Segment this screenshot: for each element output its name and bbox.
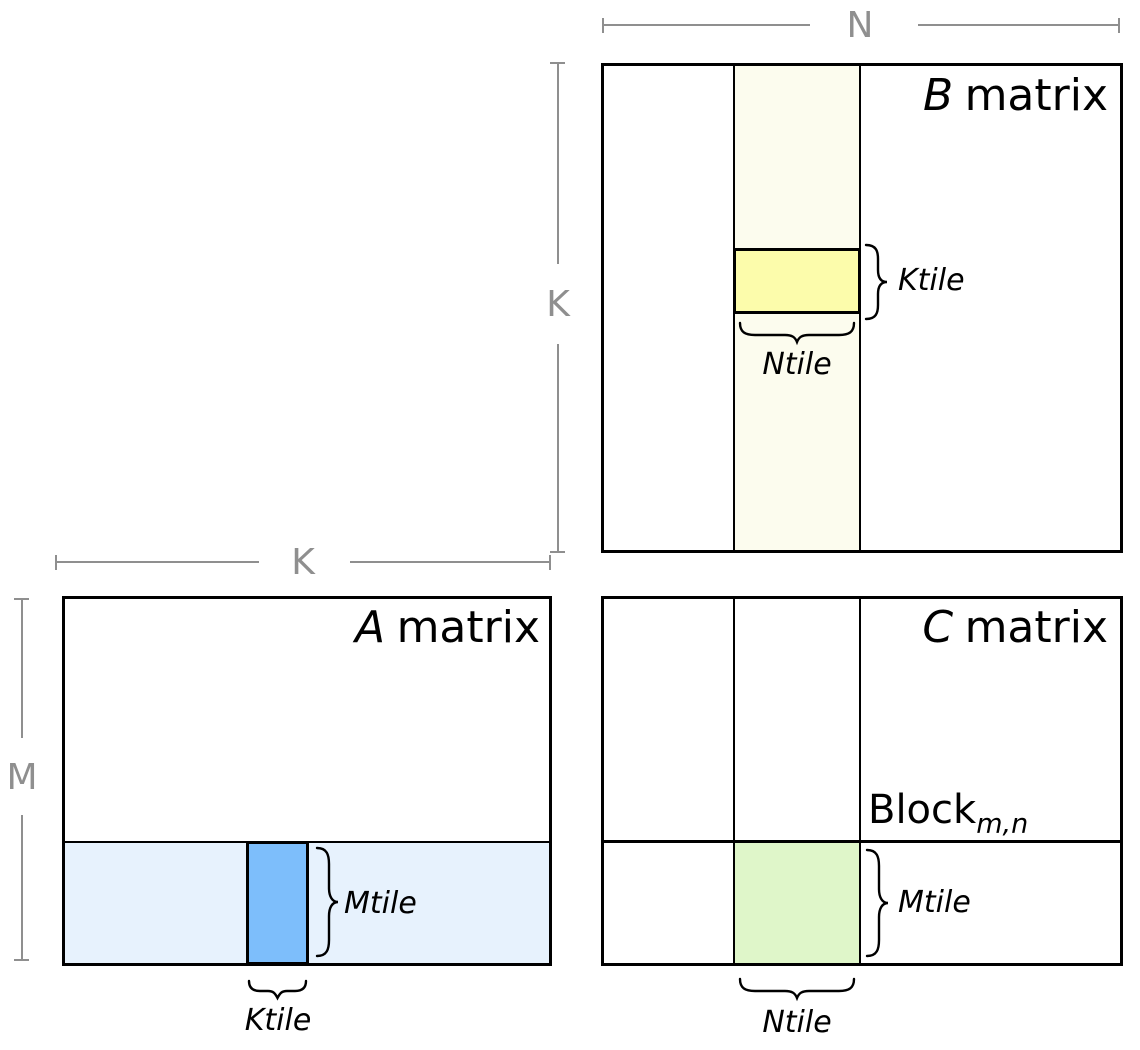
c-mtile-label: Mtile [898, 885, 971, 920]
b-matrix-word: matrix [964, 70, 1108, 121]
c-matrix-column-line-right [859, 599, 861, 963]
k-arrow-b-top-segment [557, 62, 559, 264]
m-arrow-top-segment [21, 598, 23, 738]
n-arrow-left-segment [602, 24, 810, 26]
m-arrow-bottom-tick [14, 959, 29, 961]
k-dimension-label-a: K [291, 542, 315, 583]
a-matrix-letter: A [355, 602, 386, 653]
m-arrow-bottom-segment [21, 815, 23, 961]
b-matrix-ktile-ntile-tile [733, 248, 861, 314]
c-block-base: Block [868, 787, 977, 833]
b-ntile-underbrace [738, 321, 856, 346]
c-mtile-brace [865, 848, 889, 958]
k-arrow-a-right-segment [350, 561, 551, 563]
c-matrix-row-divider [604, 840, 1120, 843]
c-ntile-underbrace [738, 977, 856, 1002]
c-matrix-word: matrix [964, 602, 1108, 653]
c-matrix-letter: C [922, 602, 954, 653]
b-matrix-letter: B [922, 70, 954, 121]
k-dimension-label-b: K [546, 284, 570, 325]
b-ntile-label: Ntile [762, 347, 832, 382]
a-matrix-word: matrix [396, 602, 540, 653]
n-arrow-right-tick [1118, 18, 1120, 33]
c-block-subscript: m,n [976, 808, 1029, 840]
k-arrow-b-bottom-segment [557, 344, 559, 552]
k-arrow-a-right-tick [549, 555, 551, 570]
c-block-mn-label: Blockm,n [868, 790, 1028, 837]
a-mtile-brace [315, 846, 339, 958]
a-ktile-underbrace [247, 979, 308, 1001]
b-ktile-label: Ktile [898, 263, 965, 298]
c-matrix-column-line-left [733, 599, 735, 963]
n-arrow-right-segment [918, 24, 1120, 26]
k-arrow-a-left-segment [55, 561, 259, 563]
c-matrix-box [601, 596, 1123, 966]
m-dimension-label: M [6, 757, 38, 798]
k-arrow-b-bottom-tick [550, 551, 565, 553]
a-mtile-label: Mtile [344, 886, 417, 921]
b-matrix-box [601, 63, 1123, 553]
a-ktile-label: Ktile [244, 1003, 312, 1038]
c-ntile-label: Ntile [762, 1005, 832, 1040]
b-ktile-brace [864, 243, 888, 321]
c-matrix-mtile-ntile-tile [735, 843, 859, 963]
a-matrix-mtile-ktile-tile [246, 841, 309, 965]
n-dimension-label: N [846, 5, 874, 46]
